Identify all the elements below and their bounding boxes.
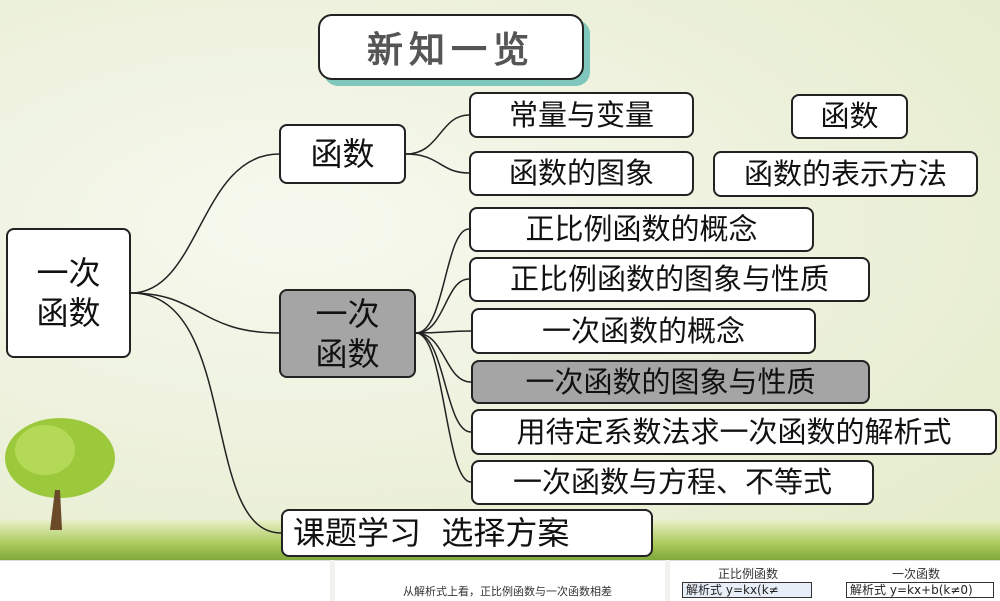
slide: 新知一览 一次 函数 函数 一次 函数 课题学习 选择方案 常量与变量 函数的图… bbox=[0, 0, 1000, 560]
node-function-representation[interactable]: 函数的表示方法 bbox=[713, 151, 978, 197]
thumbnail-3-col1: 正比例函数 bbox=[718, 567, 779, 581]
node-function-graph[interactable]: 函数的图象 bbox=[469, 151, 694, 196]
node-linear-concept[interactable]: 一次函数的概念 bbox=[471, 308, 816, 354]
branch-function[interactable]: 函数 bbox=[279, 124, 406, 184]
branch-linear-function[interactable]: 一次 函数 bbox=[279, 289, 416, 378]
node-undetermined-coefficients[interactable]: 用待定系数法求一次函数的解析式 bbox=[471, 409, 997, 455]
tree-decoration bbox=[5, 418, 115, 530]
mindmap-connectors bbox=[130, 114, 472, 534]
node-constants-variables[interactable]: 常量与变量 bbox=[469, 92, 694, 138]
box2-label: 解析式 bbox=[850, 583, 887, 597]
thumbnail-3-box2: 解析式 y=kx+b(k≠0) bbox=[846, 582, 994, 598]
thumbnail-2-text: 从解析式上看，正比例函数与一次函数相差 bbox=[403, 585, 612, 598]
box1-formula: y=kx(k≠ bbox=[725, 583, 779, 597]
thumbnail-3[interactable]: 正比例函数 一次函数 解析式 y=kx(k≠ 解析式 y=kx+b(k≠0) bbox=[670, 560, 1000, 601]
thumbnail-3-col2: 一次函数 bbox=[892, 567, 941, 581]
box1-label: 解析式 bbox=[686, 583, 723, 597]
slide-title: 新知一览 bbox=[318, 14, 584, 80]
thumbnail-2[interactable]: 从解析式上看，正比例函数与一次函数相差 bbox=[335, 560, 665, 601]
root-node[interactable]: 一次 函数 bbox=[6, 228, 131, 358]
node-proportional-concept[interactable]: 正比例函数的概念 bbox=[469, 207, 814, 252]
node-function[interactable]: 函数 bbox=[791, 94, 908, 139]
branch-project[interactable]: 课题学习 选择方案 bbox=[281, 509, 653, 557]
node-proportional-graph[interactable]: 正比例函数的图象与性质 bbox=[469, 257, 870, 302]
node-linear-graph[interactable]: 一次函数的图象与性质 bbox=[471, 360, 870, 404]
box2-formula: y=kx+b(k≠0) bbox=[889, 583, 973, 597]
thumbnail-3-box1: 解析式 y=kx(k≠ bbox=[682, 582, 812, 598]
node-equations-inequalities[interactable]: 一次函数与方程、不等式 bbox=[471, 460, 874, 505]
thumbnail-1[interactable] bbox=[0, 560, 330, 601]
